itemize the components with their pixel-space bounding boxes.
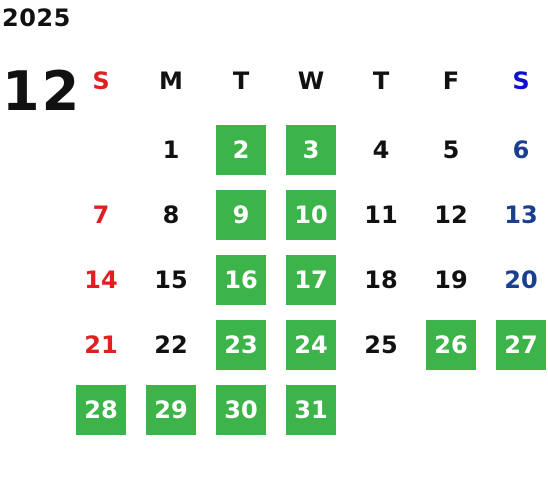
day-cell-highlighted: 9: [216, 190, 266, 240]
weekday-header: S: [92, 67, 110, 95]
day-cell-highlighted: 10: [286, 190, 336, 240]
weekday-header: W: [297, 67, 325, 95]
month-label: 12: [2, 60, 82, 123]
day-cell-highlighted: 3: [286, 125, 336, 175]
day-cell: 13: [504, 201, 538, 229]
day-cell: 1: [162, 136, 180, 164]
day-cell: 25: [364, 331, 398, 359]
day-cell: 8: [162, 201, 180, 229]
year-label: 2025: [2, 4, 71, 32]
day-cell-highlighted: 2: [216, 125, 266, 175]
day-cell: 4: [372, 136, 390, 164]
day-cell-highlighted: 29: [146, 385, 196, 435]
weekday-header: S: [512, 67, 530, 95]
weekday-header: T: [372, 67, 390, 95]
day-cell-highlighted: 27: [496, 320, 546, 370]
day-cell: 18: [364, 266, 398, 294]
day-cell-highlighted: 30: [216, 385, 266, 435]
day-cell: 21: [84, 331, 118, 359]
day-cell-highlighted: 26: [426, 320, 476, 370]
day-cell: 22: [154, 331, 188, 359]
weekday-header: F: [442, 67, 460, 95]
day-cell-highlighted: 23: [216, 320, 266, 370]
day-cell: 11: [364, 201, 398, 229]
day-cell: 7: [92, 201, 110, 229]
day-cell-highlighted: 17: [286, 255, 336, 305]
day-cell-highlighted: 24: [286, 320, 336, 370]
day-cell: 5: [442, 136, 460, 164]
day-cell: 15: [154, 266, 188, 294]
day-cell: 6: [512, 136, 530, 164]
day-cell: 12: [434, 201, 468, 229]
day-cell-highlighted: 16: [216, 255, 266, 305]
day-cell-highlighted: 28: [76, 385, 126, 435]
weekday-header: T: [232, 67, 250, 95]
day-cell: 20: [504, 266, 538, 294]
day-cell: 14: [84, 266, 118, 294]
day-cell: 19: [434, 266, 468, 294]
weekday-header: M: [159, 67, 183, 95]
day-cell-highlighted: 31: [286, 385, 336, 435]
